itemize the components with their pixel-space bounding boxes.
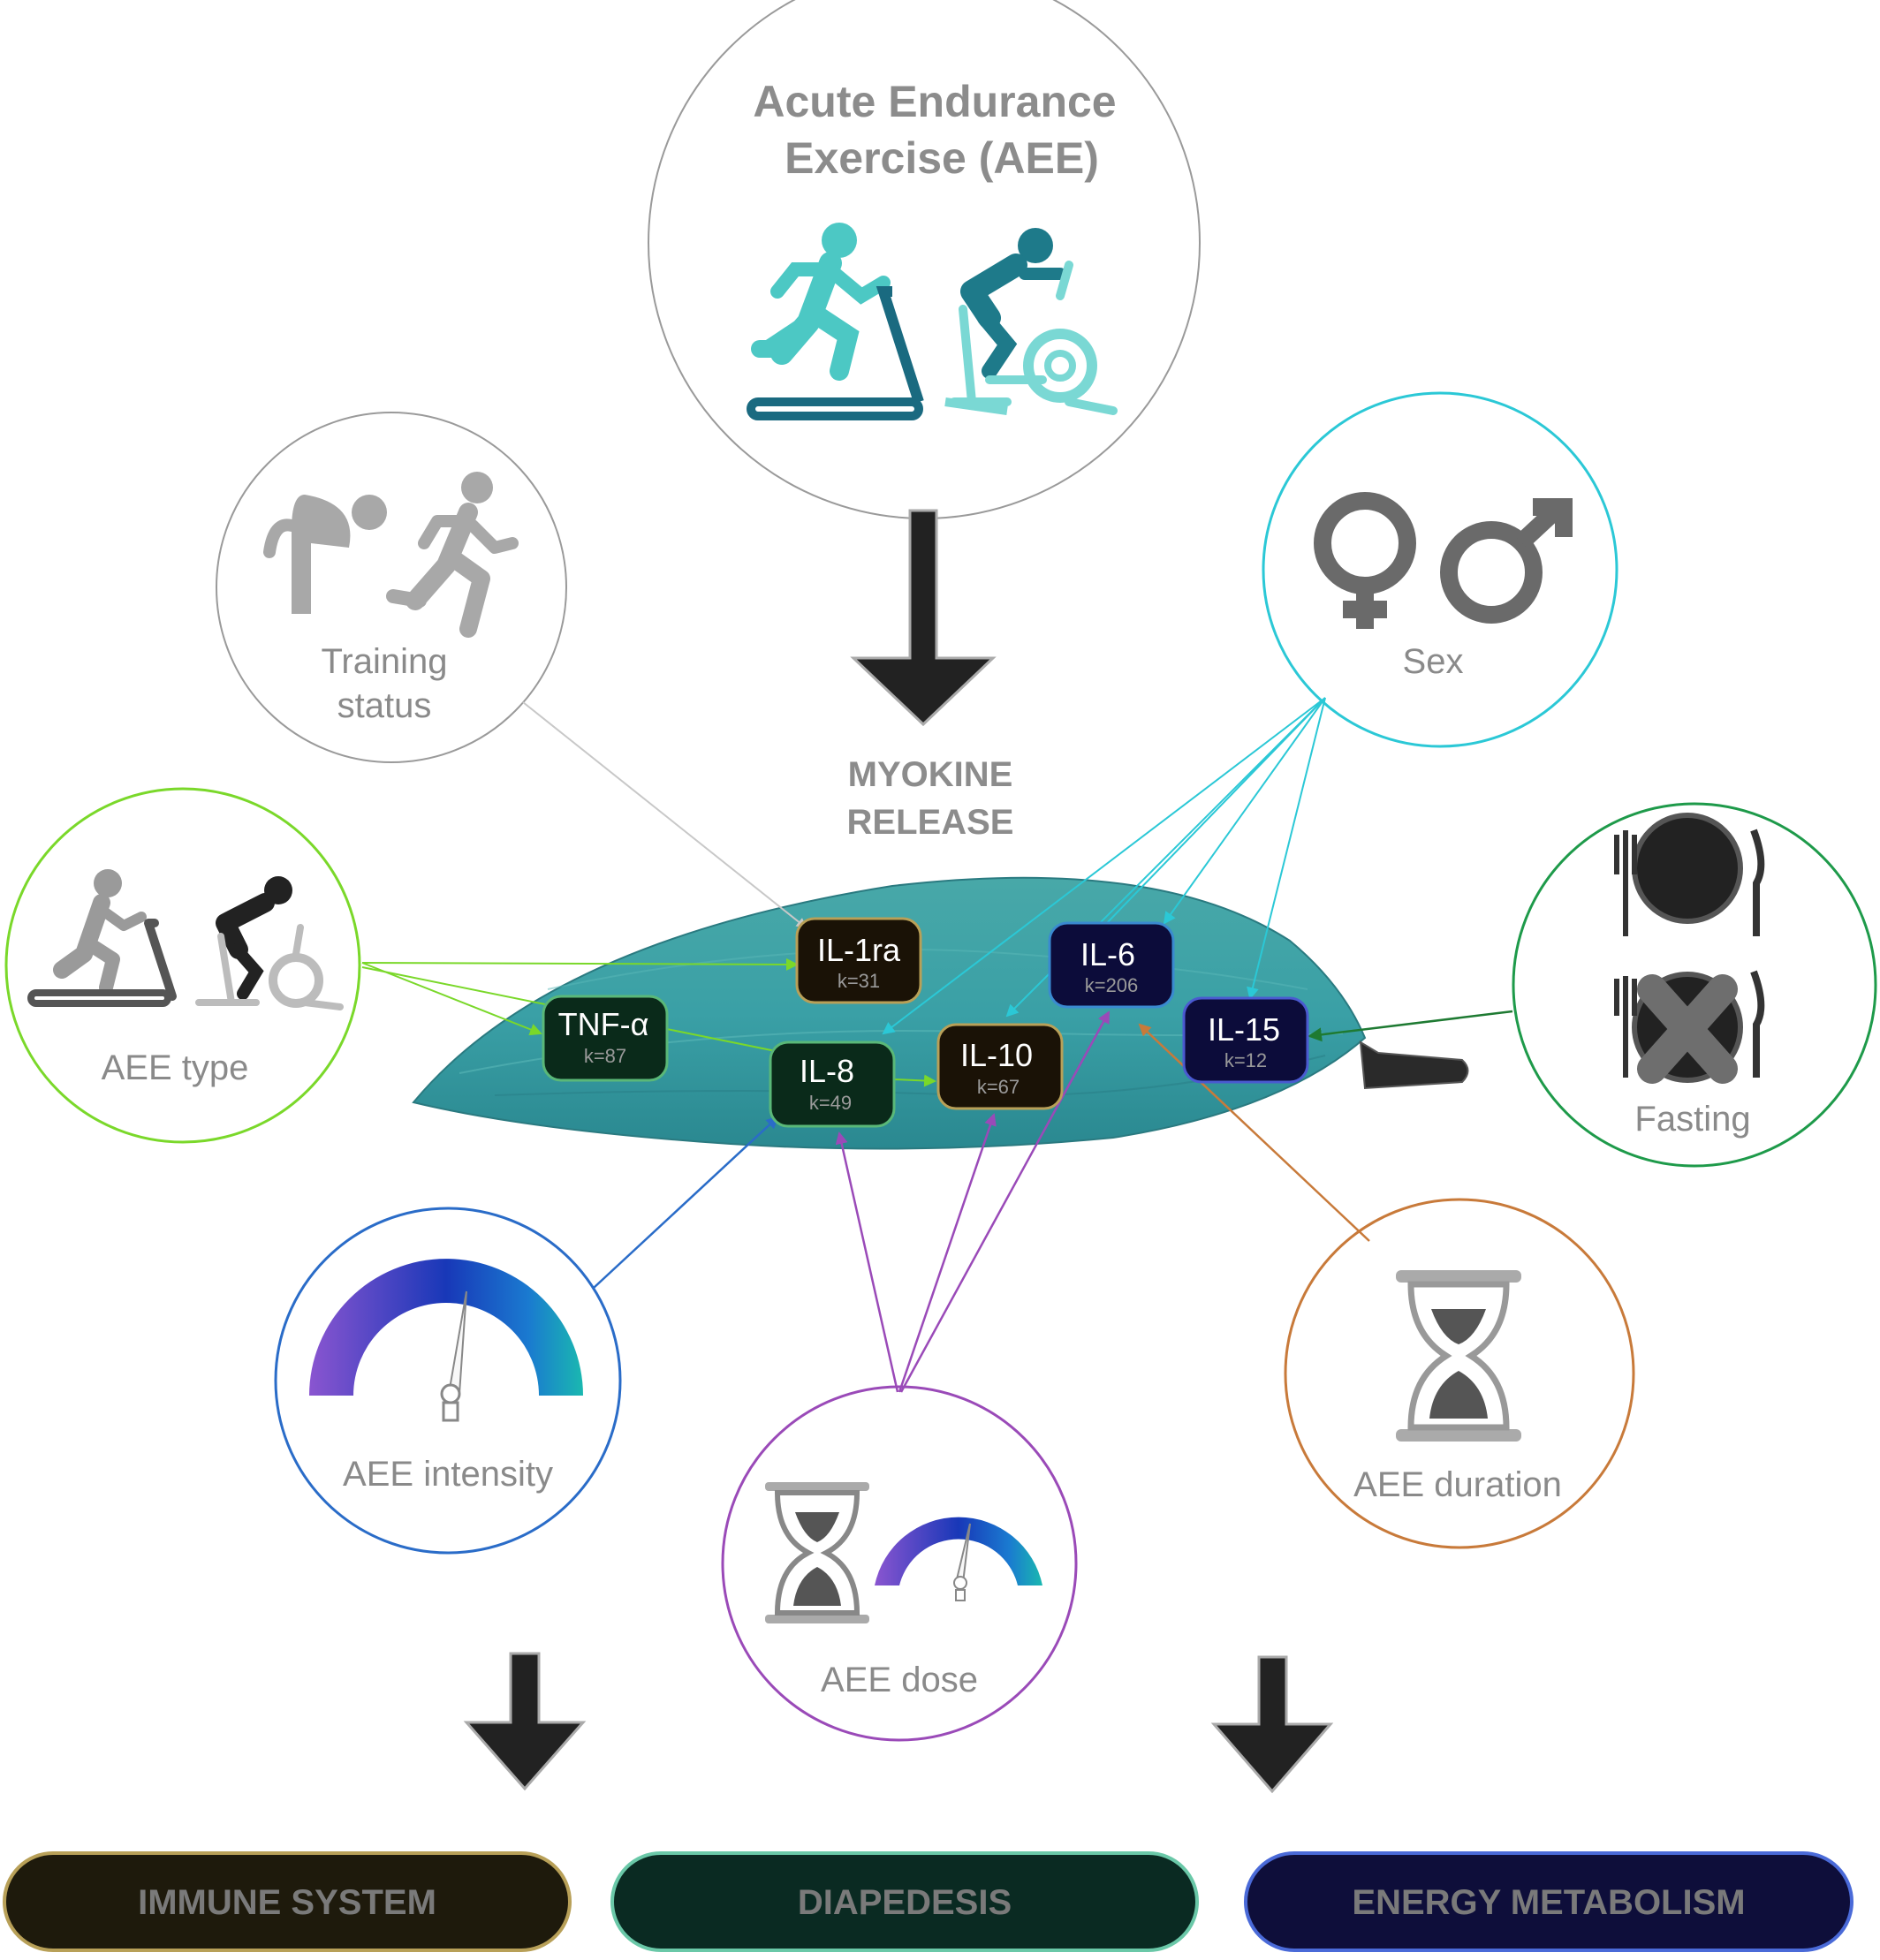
aee-intensity-circle: AEE intensity [274,1207,622,1555]
aee-intensity-label: AEE intensity [343,1455,553,1494]
aee-type-label: AEE type [102,1048,249,1087]
tnfa-k: k=87 [584,1045,626,1067]
aee-title-line1: Acute Endurance [753,77,1116,126]
il10-name: IL-10 [960,1037,1033,1073]
il6-name: IL-6 [1080,936,1135,972]
outcome-diapedesis-label: DIAPEDESIS [798,1883,1012,1922]
down-arrow-icon [850,509,997,727]
tired-person-icon [263,495,387,614]
aee-dose-circle: AEE dose [721,1385,1078,1742]
aee-duration-circle: AEE duration [1284,1198,1635,1549]
cyclist-bike-icon [944,228,1118,415]
cyclist-bike-icon [195,876,344,1010]
fasting-circle: Fasting [1512,802,1877,1168]
training-status-line1: Training [321,642,447,681]
plate-cutlery-icon [1614,813,1765,936]
myokine-il10: IL-10 k=67 [936,1023,1064,1110]
il8-name: IL-8 [800,1053,854,1089]
myokine-release-line2: RELEASE [847,803,1014,842]
down-arrow-icon [463,1652,587,1791]
gauge-icon [309,1259,583,1422]
runner-treadmill-icon [747,223,924,420]
runner-icon [386,472,519,638]
outcome-diapedesis: DIAPEDESIS [610,1851,1199,1952]
il1ra-k: k=31 [838,970,880,992]
outcome-immune-system: IMMUNE SYSTEM [3,1851,572,1952]
aee-duration-label: AEE duration [1353,1465,1562,1504]
sex-label: Sex [1403,642,1464,681]
myokine-il8: IL-8 k=49 [769,1041,896,1128]
runner-treadmill-icon [27,869,177,1007]
myokine-il1ra: IL-1ra k=31 [795,917,922,1004]
outcome-energy-label: ENERGY METABOLISM [1352,1883,1745,1922]
myokine-il6: IL-6 k=206 [1048,921,1175,1009]
male-symbol-icon [1440,498,1573,624]
hourglass-icon [765,1482,869,1623]
myokine-release-line1: MYOKINE [848,755,1013,794]
fasting-label: Fasting [1634,1100,1750,1139]
down-arrow-icon [1210,1655,1334,1794]
il15-k: k=12 [1224,1049,1267,1071]
gauge-icon [875,1517,1042,1601]
il8-k: k=49 [809,1092,852,1114]
no-food-icon [1614,970,1765,1084]
myokine-il15: IL-15 k=12 [1182,996,1309,1084]
aee-title-line2: Exercise (AEE) [785,133,1099,183]
il15-name: IL-15 [1208,1011,1280,1048]
il6-k: k=206 [1085,974,1139,996]
female-symbol-icon [1314,492,1416,629]
aee-title-circle: Acute Endurance Exercise (AEE) [648,0,1201,519]
sex-circle: Sex [1262,391,1618,748]
hourglass-icon [1396,1270,1521,1442]
aee-type-circle: AEE type [4,787,361,1144]
tnfa-name: TNF-α [558,1006,649,1042]
training-status-line2: status [337,686,432,725]
outcome-immune-label: IMMUNE SYSTEM [138,1883,436,1922]
training-status-circle: Training status [216,412,567,763]
myokine-tnfa: TNF-α k=87 [542,995,669,1082]
aee-dose-label: AEE dose [821,1661,978,1699]
il10-k: k=67 [977,1076,1020,1098]
il1ra-name: IL-1ra [817,932,901,968]
outcome-energy-metabolism: ENERGY METABOLISM [1244,1851,1853,1952]
